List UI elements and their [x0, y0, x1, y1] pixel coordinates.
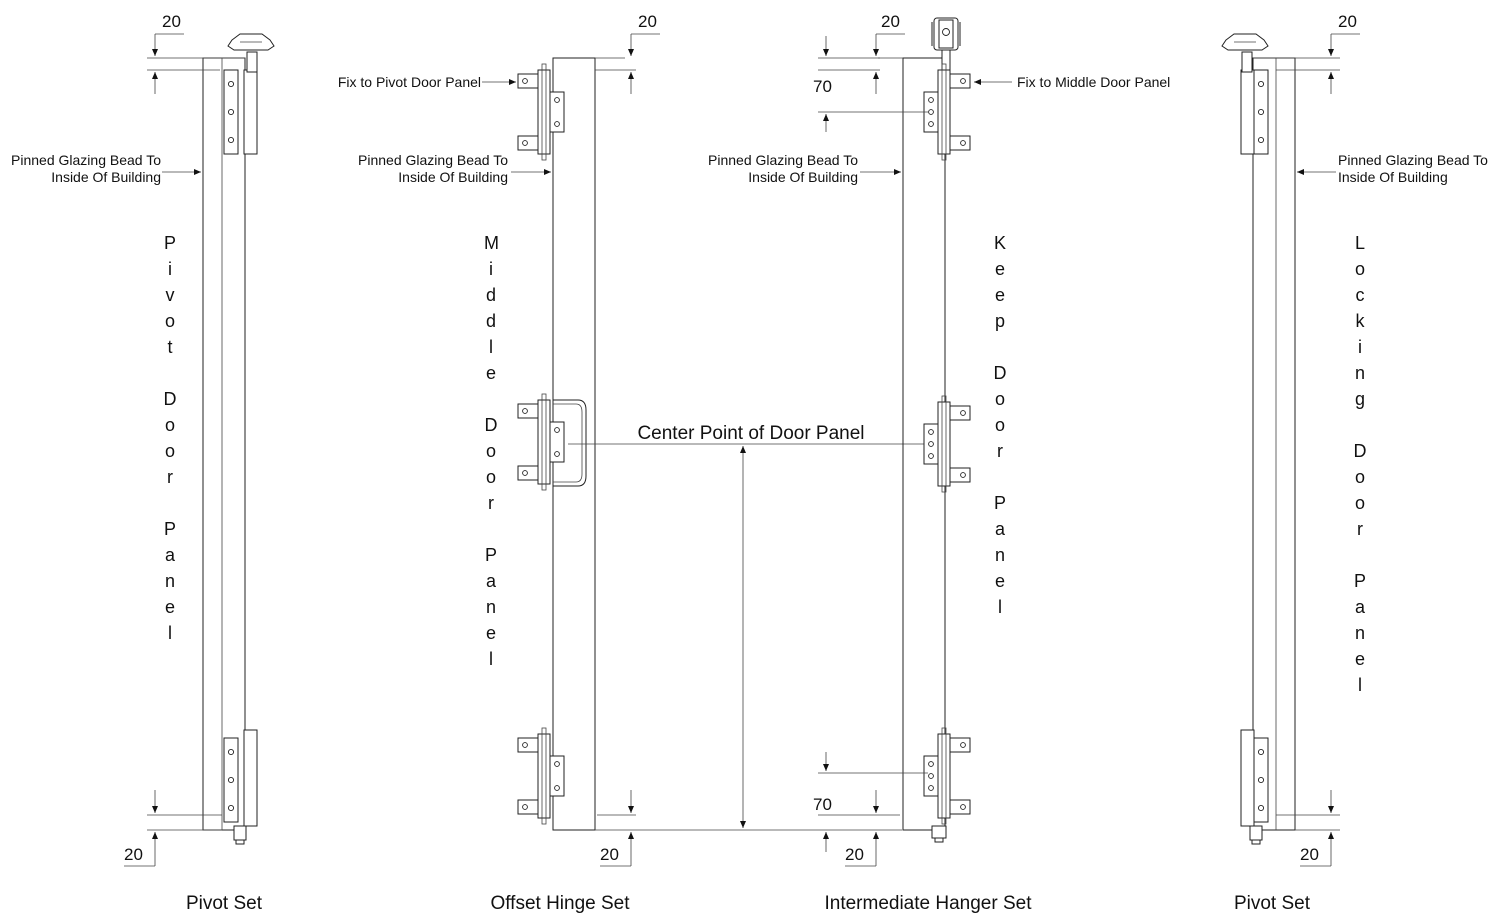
hinge-icon — [1240, 729, 1269, 845]
pivot-door-panel-frame — [202, 57, 246, 831]
dim-label: 20 — [1300, 845, 1319, 864]
hinge-icon — [1240, 69, 1269, 155]
hinge-icon — [517, 393, 565, 491]
hanger-wheel-icon — [931, 17, 961, 71]
hinge-icon — [923, 727, 971, 825]
hinge-icon — [517, 727, 565, 825]
pivot-handle-icon — [227, 33, 275, 73]
glazing-bead-note: Pinned Glazing Bead To Inside Of Buildin… — [1338, 152, 1488, 185]
dim-label: 20 — [162, 12, 181, 31]
dim-label: 70 — [813, 77, 832, 96]
offset-hinge-set: 20 20 Fix to Pivot Door Panel Pinned Gla… — [338, 12, 660, 914]
intermediate-hanger-set: 20 70 70 20 Fix to Middle Door Panel Pin… — [708, 12, 1170, 914]
center-point-label: Center Point of Door Panel — [637, 423, 864, 444]
hinge-icon — [517, 63, 565, 161]
dim-label: 20 — [124, 845, 143, 864]
hinge-icon — [223, 729, 258, 845]
dim-label: 20 — [881, 12, 900, 31]
dim-label: 20 — [845, 845, 864, 864]
set-caption: Pivot Set — [1234, 893, 1311, 914]
dim-label: 20 — [600, 845, 619, 864]
pull-handle-icon — [553, 399, 587, 487]
dim-label: 70 — [813, 795, 832, 814]
locking-door-panel-frame — [1252, 57, 1296, 831]
dim-label: 20 — [638, 12, 657, 31]
pivot-set-left: 20 20 Pinned Glazing Bead To Inside Of B… — [11, 12, 275, 914]
hinge-icon — [923, 395, 971, 493]
hinge-icon — [923, 63, 971, 161]
dim-label: 20 — [1338, 12, 1357, 31]
pivot-set-right: 20 20 Pinned Glazing Bead To Inside Of B… — [1221, 12, 1488, 914]
glazing-bead-note: Pinned Glazing Bead To Inside Of Buildin… — [11, 152, 161, 185]
set-caption: Intermediate Hanger Set — [824, 893, 1032, 914]
center-point-dimension: Center Point of Door Panel — [568, 423, 926, 831]
fix-note: Fix to Middle Door Panel — [1017, 74, 1170, 90]
hinge-icon — [223, 69, 258, 155]
glazing-bead-note: Pinned Glazing Bead To Inside Of Buildin… — [358, 152, 508, 185]
pivot-handle-icon — [1221, 33, 1269, 73]
set-caption: Pivot Set — [186, 893, 263, 914]
glazing-bead-note: Pinned Glazing Bead To Inside Of Buildin… — [708, 152, 858, 185]
set-caption: Offset Hinge Set — [490, 893, 630, 914]
fix-note: Fix to Pivot Door Panel — [338, 74, 481, 90]
